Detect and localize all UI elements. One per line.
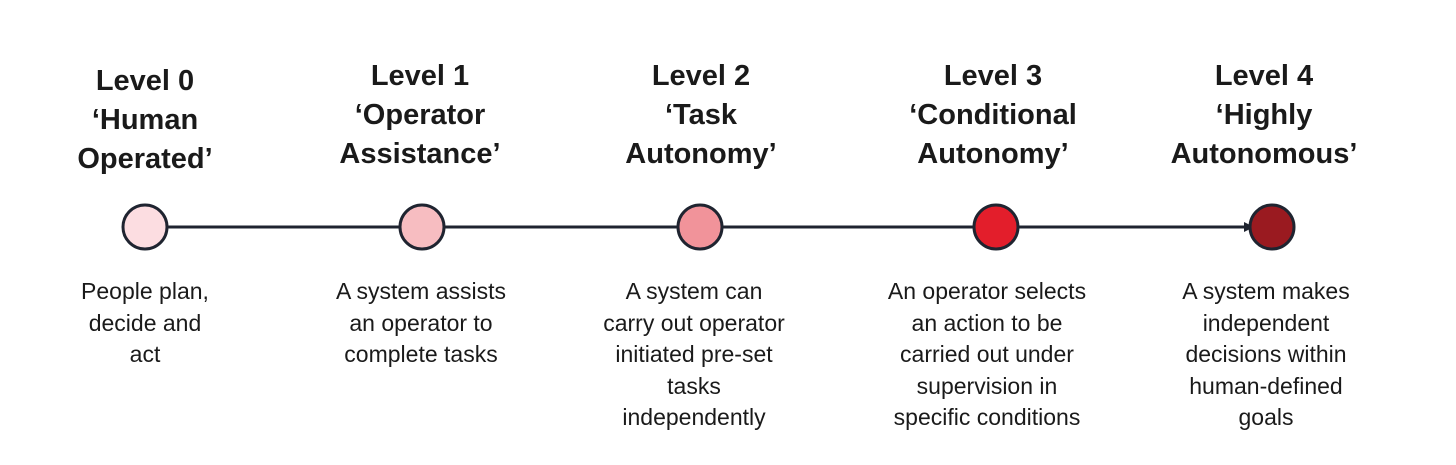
level-0-node	[121, 203, 169, 251]
level-3-description: An operator selects an action to be carr…	[862, 276, 1112, 434]
level-2-desc-line-4: tasks	[667, 372, 721, 399]
level-2-title-line-3: Autonomy’	[625, 138, 777, 170]
level-2-desc-line-1: A system can	[625, 278, 763, 304]
level-3-title-line-1: Level 3	[943, 60, 1043, 92]
level-0-desc-line-3: act	[129, 341, 161, 367]
level-1-title-line-2: ‘Operator	[354, 99, 486, 131]
level-2-desc-line-5: independently	[622, 404, 766, 430]
level-1-desc-line-3: complete tasks	[344, 341, 498, 367]
level-0-desc-line-1: People plan,	[81, 278, 209, 304]
level-3-title-line-2: ‘Conditional	[909, 99, 1077, 131]
level-4-description: A system makes independent decisions wit…	[1141, 276, 1391, 434]
level-2-desc-line-3: initiated pre-set	[615, 341, 773, 367]
level-2-desc-line-2: carry out operator	[603, 309, 785, 336]
level-0-desc-line-2: decide and	[88, 309, 202, 336]
level-4-desc-line-1: A system makes	[1182, 278, 1350, 304]
level-1-title: Level 1 ‘Operator Assistance’	[290, 57, 550, 174]
level-2-title-line-2: ‘Task	[664, 99, 737, 131]
level-3-desc-line-4: supervision in	[916, 372, 1058, 399]
level-4-desc-line-2: independent	[1202, 309, 1330, 336]
level-0-title: Level 0 ‘Human Operated’	[15, 62, 275, 179]
level-1-description: A system assists an operator to complete…	[296, 276, 546, 371]
level-3-desc-line-5: specific conditions	[893, 404, 1081, 430]
level-1-title-line-1: Level 1	[370, 60, 470, 92]
level-3-desc-line-1: An operator selects	[887, 278, 1087, 304]
level-2-description: A system can carry out operator initiate…	[569, 276, 819, 434]
level-2-node	[676, 203, 724, 251]
level-1-node	[398, 203, 446, 251]
level-0-title-line-1: Level 0	[95, 65, 195, 97]
level-4-title-line-3: Autonomous’	[1170, 138, 1358, 170]
level-3-title-line-3: Autonomy’	[917, 138, 1069, 170]
level-1-desc-line-2: an operator to	[349, 309, 493, 336]
level-0-title-line-2: ‘Human	[91, 104, 199, 136]
level-1-title-line-3: Assistance’	[339, 138, 501, 170]
level-nodes	[121, 203, 1296, 251]
level-4-title-line-2: ‘Highly	[1215, 99, 1313, 131]
level-0-description: People plan, decide and act	[20, 276, 270, 371]
level-4-title-line-1: Level 4	[1214, 60, 1314, 92]
level-3-desc-line-2: an action to be	[911, 309, 1063, 336]
level-4-node	[1248, 203, 1296, 251]
level-3-desc-line-3: carried out under	[900, 341, 1074, 367]
level-4-desc-line-5: goals	[1238, 404, 1294, 430]
level-3-title: Level 3 ‘Conditional Autonomy’	[863, 57, 1123, 174]
level-4-title: Level 4 ‘Highly Autonomous’	[1134, 57, 1394, 174]
level-3-node	[972, 203, 1020, 251]
level-0-title-line-3: Operated’	[77, 143, 213, 175]
level-2-title: Level 2 ‘Task Autonomy’	[571, 57, 831, 174]
level-1-desc-line-1: A system assists	[336, 278, 506, 304]
level-4-desc-line-3: decisions within	[1185, 341, 1347, 367]
level-2-title-line-1: Level 2	[651, 60, 751, 92]
level-4-desc-line-4: human-defined	[1189, 372, 1343, 399]
